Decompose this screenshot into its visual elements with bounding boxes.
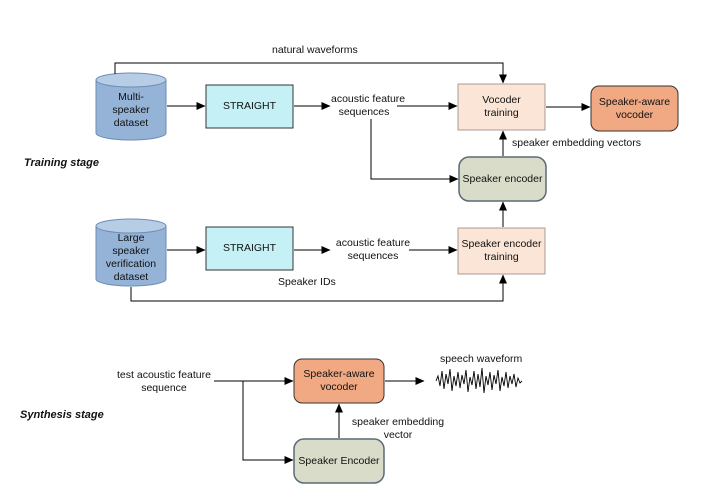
- synthesis-vocoder-box: [293, 358, 385, 404]
- straight-box-2: [205, 226, 294, 271]
- synthesis-vocoder-label: Speaker-aware vocoder: [294, 359, 384, 403]
- dataset2-line1: Large: [117, 232, 145, 244]
- vocoder-training-line1: Vocoder: [482, 94, 521, 106]
- acoustic2-line2: sequences: [347, 250, 399, 262]
- speaker-embedding-vector-label: speaker embedding vector: [348, 416, 448, 442]
- dataset1-line1: Multi-: [118, 90, 144, 103]
- straight-box-1: [205, 84, 294, 129]
- acoustic-feature-label-2: acoustic feature sequences: [335, 237, 411, 263]
- acoustic2-line1: acoustic feature: [335, 237, 411, 249]
- vocoder-training-line2: training: [484, 107, 519, 119]
- natural-waveforms-line: [114, 62, 507, 84]
- dataset2-line3: verification: [105, 258, 157, 270]
- embedding-line1: speaker embedding: [351, 416, 445, 428]
- training-connectors: [114, 62, 591, 302]
- speaker-encoder-label: Speaker encoder: [462, 172, 543, 185]
- straight-label-2: STRAIGHT: [222, 242, 277, 254]
- embedding-line2: vector: [383, 429, 413, 441]
- dataset2-line2: speaker: [112, 245, 150, 257]
- multi-speaker-dataset-cylinder: [95, 72, 167, 141]
- dataset1-line2: speaker: [112, 103, 150, 116]
- speaker-verification-dataset-label: Large speaker verification dataset: [96, 231, 166, 285]
- dataset1-line3: dataset: [113, 116, 149, 129]
- speaker-encoder-box: [458, 156, 547, 202]
- vocoder-training-label: Vocoder training: [458, 84, 545, 130]
- synthesis-speaker-encoder-label: Speaker Encoder: [298, 454, 380, 467]
- speaker-verification-dataset-cylinder: [95, 218, 167, 287]
- speaker-aware-vocoder-line1: Speaker-aware: [598, 95, 671, 108]
- test-input-line2: sequence: [141, 382, 187, 394]
- test-acoustic-feature-label: test acoustic feature sequence: [108, 369, 220, 395]
- speaker-encoder-training-box: [457, 227, 546, 275]
- spk-enc-training-line1: Speaker encoder: [461, 238, 542, 250]
- speaker-aware-vocoder-label: Speaker-aware vocoder: [591, 86, 678, 131]
- speaker-embedding-vectors-label: speaker embedding vectors: [512, 137, 641, 149]
- synthesis-vocoder-line2: vocoder: [320, 381, 358, 393]
- vocoder-training-box: [457, 83, 546, 131]
- speech-waveform-glyph: [435, 367, 523, 394]
- synthesis-speaker-encoder-box: [293, 438, 385, 484]
- spk-enc-training-line2: training: [484, 251, 519, 263]
- speaker-ids-label: Speaker IDs: [278, 276, 336, 288]
- input-to-encoder-arrow: [242, 381, 294, 464]
- dataset2-line4: dataset: [113, 271, 149, 283]
- training-stage-label: Training stage: [24, 157, 99, 169]
- synthesis-stage-label: Synthesis stage: [20, 409, 104, 421]
- speaker-aware-vocoder-box: [590, 85, 679, 132]
- natural-waveforms-label: natural waveforms: [272, 44, 358, 56]
- test-input-line1: test acoustic feature: [117, 369, 211, 381]
- acoustic-feature-label-1: acoustic feature sequences: [331, 93, 406, 119]
- speaker-encoder-training-label: Speaker encoder training: [458, 228, 545, 274]
- synthesis-connectors: [214, 377, 425, 464]
- features-to-speaker-encoder-arrow: [370, 119, 459, 183]
- speaker-ids-line: [130, 274, 507, 302]
- straight-label-1: STRAIGHT: [222, 100, 277, 112]
- speaker-aware-vocoder-line2: vocoder: [615, 108, 654, 121]
- multi-speaker-dataset-label: Multi- speaker dataset: [96, 90, 166, 130]
- acoustic1-line2: sequences: [338, 106, 390, 118]
- synthesis-vocoder-line1: Speaker-aware: [303, 368, 375, 380]
- acoustic1-line1: acoustic feature: [331, 93, 406, 105]
- speech-waveform-label: speech waveform: [440, 353, 523, 365]
